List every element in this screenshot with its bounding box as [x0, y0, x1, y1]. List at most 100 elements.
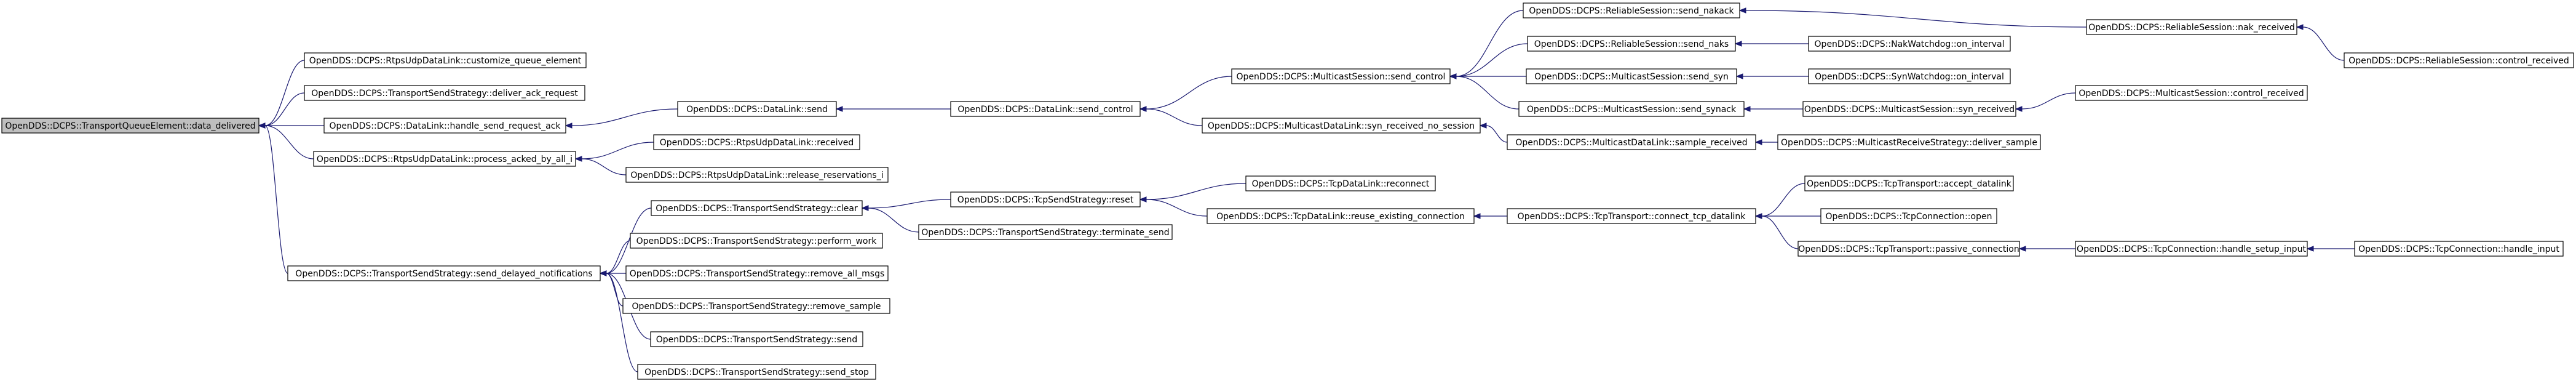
graph-node-root[interactable]: OpenDDS::DCPS::TransportQueueElement::da… [1, 118, 260, 134]
graph-node-n-mssc[interactable]: OpenDDS::DCPS::MulticastSession::send_co… [1231, 68, 1451, 84]
node-label: OpenDDS::DCPS::TransportQueueElement::da… [5, 121, 255, 131]
edge-line [1146, 108, 1203, 126]
graph-node-n-msctlrecv[interactable]: OpenDDS::DCPS::MulticastSession::control… [2075, 85, 2308, 101]
node-box [1526, 68, 1737, 84]
graph-node-n-nakack[interactable]: OpenDDS::DCPS::ReliableSession::send_nak… [1523, 2, 1740, 18]
node-label: OpenDDS::DCPS::MulticastSession::send_sy… [1527, 105, 1737, 115]
arrowhead-icon [1754, 213, 1762, 219]
graph-node-n-synrecv[interactable]: OpenDDS::DCPS::MulticastSession::syn_rec… [1802, 101, 2016, 117]
node-box [323, 118, 566, 134]
node-box [2075, 241, 2308, 257]
graph-node-n-tcpreconn[interactable]: OpenDDS::DCPS::TcpDataLink::reconnect [1245, 175, 1436, 191]
graph-node-n-tsclear[interactable]: OpenDDS::DCPS::TransportSendStrategy::cl… [651, 200, 863, 216]
node-box [1808, 68, 2011, 84]
node-box [1518, 101, 1745, 117]
edge-line [1146, 199, 1208, 217]
edge-line [264, 125, 288, 274]
edge-n-dlsend-to-n-hsra [565, 108, 678, 129]
node-label: OpenDDS::DCPS::RtpsUdpDataLink::customiz… [309, 56, 582, 66]
edge-n-mssc-to-n-dlsc [1139, 76, 1232, 112]
node-label: OpenDDS::DCPS::TcpTransport::connect_tcp… [1518, 212, 1746, 222]
graph-node-n-ctcpdl[interactable]: OpenDDS::DCPS::TcpTransport::connect_tcp… [1507, 208, 1756, 224]
arrowhead-icon [861, 205, 869, 211]
node-box [1523, 2, 1740, 18]
node-label: OpenDDS::DCPS::MulticastSession::syn_rec… [1804, 105, 2015, 115]
graph-node-n-relres[interactable]: OpenDDS::DCPS::RtpsUdpDataLink::release_… [625, 167, 889, 183]
graph-node-n-hsi[interactable]: OpenDDS::DCPS::TcpConnection::handle_set… [2075, 241, 2308, 257]
edge-n-ssynack-to-n-mssc [1449, 73, 1520, 110]
graph-node-n-tcpopen[interactable]: OpenDDS::DCPS::TcpConnection::open [1820, 208, 1997, 224]
arrowhead-icon [1743, 106, 1751, 112]
graph-node-n-rtrecv[interactable]: OpenDDS::DCPS::RtpsUdpDataLink::received [653, 134, 860, 150]
graph-node-n-ssyn[interactable]: OpenDDS::DCPS::MulticastSession::send_sy… [1526, 68, 1737, 84]
node-label: OpenDDS::DCPS::TcpDataLink::reconnect [1252, 179, 1430, 189]
edge-line [1745, 10, 2087, 28]
node-label: OpenDDS::DCPS::TcpSendStrategy::reset [957, 195, 1134, 205]
graph-node-n-synwd[interactable]: OpenDDS::DCPS::SynWatchdog::on_interval [1808, 68, 2011, 84]
edge-n-samprecv-to-n-mdlsrns [1479, 123, 1508, 143]
graph-node-n-dlsend[interactable]: OpenDDS::DCPS::DataLink::send [677, 101, 837, 117]
edge-line [1456, 76, 1520, 110]
node-label: OpenDDS::DCPS::RtpsUdpDataLink::release_… [630, 171, 883, 180]
graph-node-n-paba[interactable]: OpenDDS::DCPS::RtpsUdpDataLink::process_… [313, 151, 576, 167]
graph-node-n-naks[interactable]: OpenDDS::DCPS::ReliableSession::send_nak… [1527, 36, 1736, 52]
graph-node-n-term[interactable]: OpenDDS::DCPS::TransportSendStrategy::te… [918, 224, 1173, 240]
node-box [625, 167, 889, 183]
edge-n-reuse-to-n-tcpreset [1139, 196, 1208, 217]
graph-node-n-passconn[interactable]: OpenDDS::DCPS::TcpTransport::passive_con… [1797, 241, 2020, 257]
graph-node-n-mdlsrns[interactable]: OpenDDS::DCPS::MulticastDataLink::syn_re… [1202, 118, 1481, 134]
graph-node-n-rsctlrecv[interactable]: OpenDDS::DCPS::ReliableSession::control_… [2344, 52, 2574, 68]
node-box [1808, 36, 2011, 52]
graph-node-n-delsamp[interactable]: OpenDDS::DCPS::MulticastReceiveStrategy:… [1777, 134, 2041, 150]
graph-node-n-pwork[interactable]: OpenDDS::DCPS::TransportSendStrategy::pe… [630, 233, 883, 249]
edge-line [1456, 43, 1528, 77]
edge-n-remsamp-to-n-sdn [599, 270, 624, 307]
node-label: OpenDDS::DCPS::DataLink::handle_send_req… [329, 121, 561, 131]
edge-n-dlsc-to-n-dlsend [835, 106, 951, 112]
node-box [677, 101, 837, 117]
node-box [2075, 85, 2308, 101]
graph-node-n-hinput[interactable]: OpenDDS::DCPS::TcpConnection::handle_inp… [2354, 241, 2564, 257]
edge-line [264, 60, 305, 126]
node-label: OpenDDS::DCPS::TransportSendStrategy::se… [295, 269, 592, 279]
node-box [622, 298, 890, 314]
graph-node-n-tsstop[interactable]: OpenDDS::DCPS::TransportSendStrategy::se… [637, 364, 876, 380]
node-box [918, 224, 1173, 240]
graph-node-n-dlsc[interactable]: OpenDDS::DCPS::DataLink::send_control [950, 101, 1141, 117]
graph-node-n-sdn[interactable]: OpenDDS::DCPS::TransportSendStrategy::se… [287, 265, 601, 281]
node-box [1802, 101, 2016, 117]
call-graph-nodes: OpenDDS::DCPS::TransportQueueElement::da… [1, 2, 2574, 380]
graph-node-n-tcpreset[interactable]: OpenDDS::DCPS::TcpSendStrategy::reset [950, 191, 1141, 207]
node-label: OpenDDS::DCPS::TcpConnection::open [1826, 212, 1992, 222]
edge-line [264, 92, 305, 126]
node-box [1, 118, 260, 134]
graph-node-n-hsra[interactable]: OpenDDS::DCPS::DataLink::handle_send_req… [323, 118, 566, 134]
call-graph-edges [258, 7, 2355, 372]
node-label: OpenDDS::DCPS::SynWatchdog::on_interval [1815, 72, 2004, 82]
node-box [651, 200, 863, 216]
edge-n-nakwd-to-n-naks [1734, 41, 1809, 47]
arrowhead-icon [1738, 7, 1746, 14]
graph-node-n-custq[interactable]: OpenDDS::DCPS::RtpsUdpDataLink::customiz… [304, 52, 587, 68]
graph-node-n-samprecv[interactable]: OpenDDS::DCPS::MulticastDataLink::sample… [1507, 134, 1756, 150]
graph-node-n-nakwd[interactable]: OpenDDS::DCPS::NakWatchdog::on_interval [1808, 36, 2011, 52]
graph-node-n-remall[interactable]: OpenDDS::DCPS::TransportSendStrategy::re… [625, 265, 889, 281]
edge-line [1456, 10, 1524, 77]
edge-line [1146, 76, 1232, 110]
graph-node-n-reuse[interactable]: OpenDDS::DCPS::TcpDataLink::reuse_existi… [1207, 208, 1475, 224]
graph-node-n-accdl[interactable]: OpenDDS::DCPS::TcpTransport::accept_data… [1804, 175, 2014, 191]
edge-n-nakack-to-n-mssc [1449, 10, 1524, 79]
graph-node-n-ssynack[interactable]: OpenDDS::DCPS::MulticastSession::send_sy… [1518, 101, 1745, 117]
node-box [1507, 134, 1756, 150]
edge-n-nakrecv-to-n-nakack [1738, 7, 2087, 28]
node-box [287, 265, 601, 281]
graph-node-n-nakrecv[interactable]: OpenDDS::DCPS::ReliableSession::nak_rece… [2086, 19, 2297, 35]
graph-node-n-remsamp[interactable]: OpenDDS::DCPS::TransportSendStrategy::re… [622, 298, 890, 314]
edge-n-msctlrecv-to-n-synrecv [2015, 92, 2076, 112]
edge-n-passconn-to-n-ctcpdl [1754, 213, 1799, 249]
edge-line [606, 240, 631, 274]
graph-node-n-tssend[interactable]: OpenDDS::DCPS::TransportSendStrategy::se… [650, 331, 863, 347]
node-label: OpenDDS::DCPS::TcpDataLink::reuse_existi… [1216, 212, 1465, 222]
node-box [630, 233, 883, 249]
graph-node-n-delack[interactable]: OpenDDS::DCPS::TransportSendStrategy::de… [304, 85, 585, 101]
